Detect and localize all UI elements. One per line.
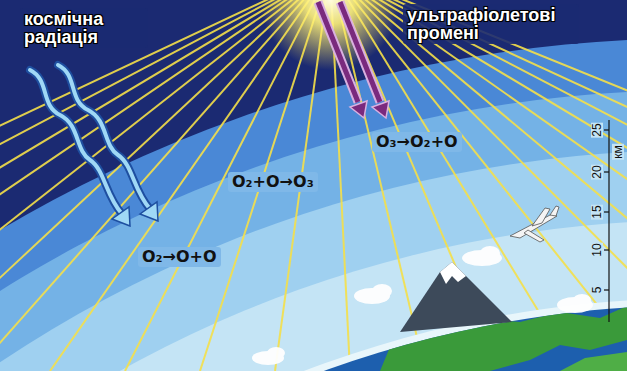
annotation-label: космічна радіація — [20, 8, 148, 48]
earth-ocean — [0, 305, 627, 371]
clouds — [252, 246, 593, 365]
mountain — [400, 262, 512, 332]
cosmic-ray-arrows — [30, 65, 158, 226]
atmosphere-band — [0, 90, 627, 371]
scale-number: 10 — [591, 242, 603, 257]
scale-number: 5 — [591, 286, 603, 295]
atmosphere-band — [0, 150, 627, 371]
uv-ray-arrows — [318, 2, 389, 118]
atmosphere-band — [0, 220, 627, 371]
unit-label: км — [612, 144, 624, 160]
airplane — [510, 206, 559, 242]
scale-number: 25 — [591, 122, 603, 137]
scale-number: 20 — [591, 164, 603, 179]
annotation-label: ультрафіолетові промені — [403, 4, 579, 44]
formula-label: O₂→O+O — [138, 247, 221, 267]
formula-label: O₂+O→O₃ — [228, 172, 318, 192]
scale-number: 15 — [591, 204, 603, 219]
formula-label: O₃→O₂+O — [372, 132, 462, 152]
altitude-scale — [604, 120, 609, 322]
earth-rim — [0, 298, 627, 371]
